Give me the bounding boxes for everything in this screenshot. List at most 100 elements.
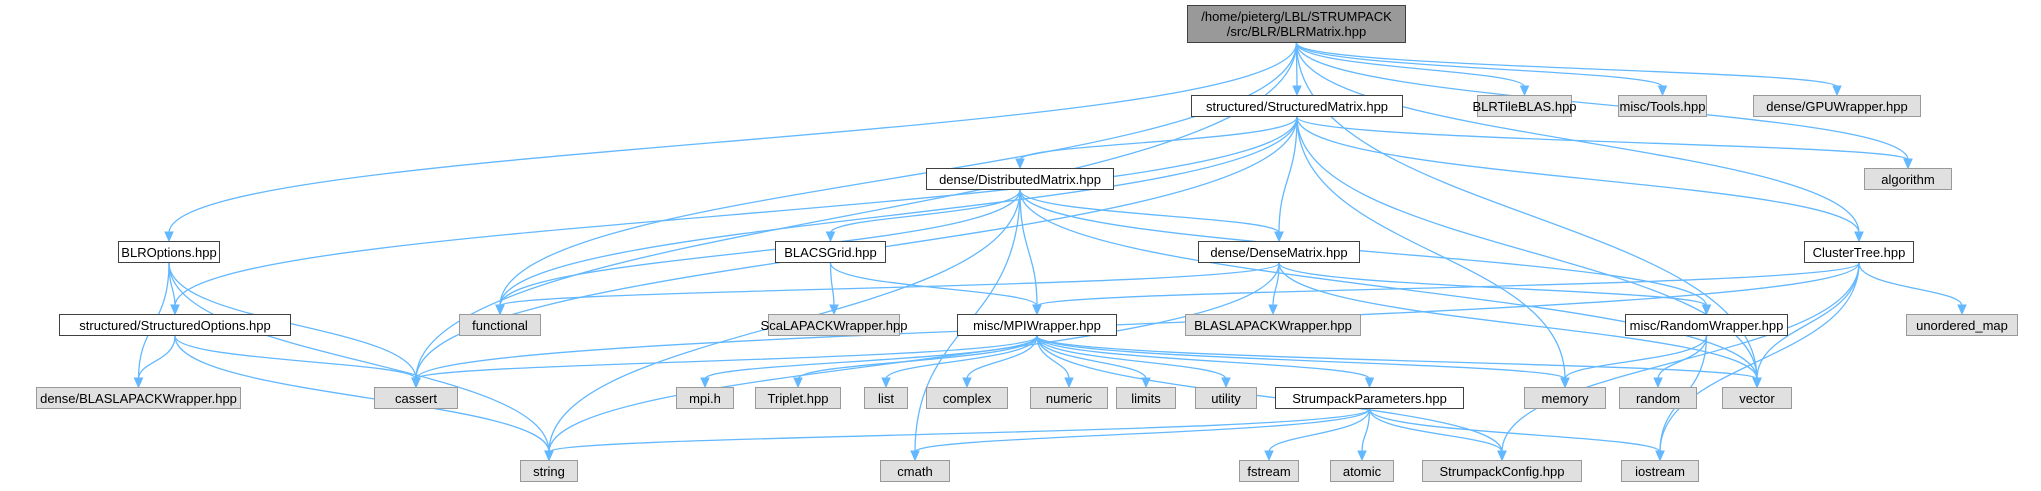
edge-mpiwrapper-to-utility	[1036, 335, 1227, 380]
edge-arrowhead	[495, 304, 505, 316]
node-structured-options[interactable]: structured/StructuredOptions.hpp	[59, 314, 291, 336]
node-vector[interactable]: vector	[1722, 387, 1792, 409]
edge-clustertree-to-mpiwrapper	[1036, 262, 1860, 307]
edge-densematrix-to-vector	[1278, 262, 1758, 380]
node-blaslapack-wrapper[interactable]: BLASLAPACKWrapper.hpp	[1185, 314, 1361, 336]
node-atomic[interactable]: atomic	[1330, 460, 1394, 482]
edge-arrowhead	[910, 450, 920, 462]
edge-root-to-algorithm	[1295, 42, 1909, 161]
edge-mpiwrapper-to-complex	[966, 335, 1038, 380]
node-random[interactable]: random	[1619, 387, 1697, 409]
edge-arrowhead	[700, 377, 710, 389]
node-algorithm[interactable]: algorithm	[1864, 168, 1952, 190]
edge-strumpackparameters-to-fstream	[1268, 408, 1371, 453]
edge-blroptions-to-cassert	[168, 262, 417, 380]
edge-arrowhead	[1268, 304, 1278, 316]
edge-arrowhead	[881, 377, 891, 389]
node-random-wrapper[interactable]: misc/RandomWrapper.hpp	[1625, 314, 1788, 336]
node-blrtileblas[interactable]: BLRTileBLAS.hpp	[1472, 95, 1577, 117]
node-string[interactable]: string	[520, 460, 578, 482]
edge-structuredoptions-to-cassert	[174, 335, 417, 380]
edge-structuredoptions-to-blaslapack2	[137, 335, 176, 380]
node-misc-tools[interactable]: misc/Tools.hpp	[1618, 95, 1707, 117]
node-complex[interactable]: complex	[926, 387, 1008, 409]
node-iostream[interactable]: iostream	[1621, 460, 1699, 482]
node-unordered-map[interactable]: unordered_map	[1906, 314, 2018, 336]
edge-arrowhead	[133, 377, 144, 389]
edge-arrowhead	[1653, 377, 1663, 389]
edge-arrowhead	[1221, 377, 1231, 389]
edge-densematrix-to-randomwrapper	[1278, 262, 1708, 307]
node-fstream[interactable]: fstream	[1239, 460, 1299, 482]
edge-randomwrapper-to-memory	[1564, 335, 1708, 380]
edge-mpiwrapper-to-cassert	[415, 335, 1038, 380]
edge-structuredmatrix-to-memory	[1296, 116, 1566, 380]
node-limits[interactable]: limits	[1116, 387, 1176, 409]
edge-structuredmatrix-to-functional	[499, 116, 1298, 307]
node-gpu-wrapper[interactable]: dense/GPUWrapper.hpp	[1753, 95, 1921, 117]
node-mpi-h[interactable]: mpi.h	[676, 387, 734, 409]
dependency-edges	[133, 42, 1967, 462]
edge-strumpackparameters-to-strumpackconfig	[1368, 408, 1503, 453]
node-strumpack-config[interactable]: StrumpackConfig.hpp	[1422, 460, 1582, 482]
node-mpi-wrapper[interactable]: misc/MPIWrapper.hpp	[957, 314, 1117, 336]
node-scalapack-wrapper[interactable]: ScaLAPACKWrapper.hpp	[761, 314, 907, 336]
node-triplet[interactable]: Triplet.hpp	[755, 387, 841, 409]
node-dense-blaslapack-wrapper[interactable]: dense/BLASLAPACKWrapper.hpp	[36, 387, 241, 409]
edge-strumpackparameters-to-string	[548, 408, 1371, 453]
edge-mpiwrapper-to-vector	[1036, 335, 1758, 380]
edge-arrowhead	[1064, 377, 1074, 389]
node-cmath[interactable]: cmath	[880, 460, 950, 482]
edge-structuredmatrix-to-vector	[1296, 116, 1758, 380]
edge-root-to-functional	[499, 42, 1298, 307]
edge-strumpackparameters-to-cmath	[914, 408, 1371, 453]
edge-distributedmatrix-to-densematrix	[1019, 189, 1280, 234]
edge-root-to-misctools	[1295, 42, 1664, 88]
edge-mpiwrapper-to-memory	[1036, 335, 1566, 380]
edge-arrowhead	[1264, 450, 1274, 462]
edge-structuredoptions-to-string	[174, 335, 550, 453]
edge-arrowhead	[1701, 304, 1712, 316]
node-memory[interactable]: memory	[1524, 387, 1606, 409]
edge-strumpackparameters-to-iostream	[1368, 408, 1661, 453]
node-structured-matrix[interactable]: structured/StructuredMatrix.hpp	[1191, 95, 1403, 117]
edge-arrowhead	[1015, 158, 1025, 170]
node-strumpack-parameters[interactable]: StrumpackParameters.hpp	[1275, 387, 1464, 409]
edge-arrowhead	[1560, 377, 1570, 389]
node-utility[interactable]: utility	[1195, 387, 1257, 409]
node-list[interactable]: list	[864, 387, 908, 409]
edge-clustertree-to-strumpackconfig	[1501, 262, 1860, 453]
node-numeric[interactable]: numeric	[1030, 387, 1108, 409]
node-clustertree[interactable]: ClusterTree.hpp	[1804, 241, 1914, 263]
node-distributed-matrix[interactable]: dense/DistributedMatrix.hpp	[926, 168, 1114, 190]
node-dense-matrix[interactable]: dense/DenseMatrix.hpp	[1198, 241, 1360, 263]
edge-arrowhead	[1519, 85, 1530, 97]
edge-arrowhead	[164, 231, 174, 243]
edge-arrowhead	[962, 377, 972, 389]
edge-root-to-gpuwrapper	[1295, 42, 1838, 88]
edge-structuredmatrix-to-densematrix	[1278, 116, 1298, 234]
node-root-label-line2: /src/BLR/BLRMatrix.hpp	[1226, 24, 1367, 39]
edge-arrowhead	[829, 304, 839, 316]
edge-arrowhead	[1657, 85, 1668, 97]
node-blacsgrid[interactable]: BLACSGrid.hpp	[775, 241, 886, 263]
edge-blacsgrid-to-scalapack	[829, 262, 835, 307]
edge-distributedmatrix-to-randomwrapper	[1019, 189, 1708, 307]
node-blroptions[interactable]: BLROptions.hpp	[118, 241, 220, 263]
edge-arrowhead	[1832, 85, 1842, 97]
edge-arrowhead	[1957, 304, 1967, 316]
edge-arrowhead	[1274, 231, 1284, 243]
node-cassert[interactable]: cassert	[374, 387, 458, 409]
edge-arrowhead	[1292, 85, 1302, 97]
edge-root-to-blroptions	[168, 42, 1298, 234]
edge-arrowhead	[1655, 450, 1665, 462]
edge-mpiwrapper-to-mpih	[704, 335, 1038, 380]
node-functional[interactable]: functional	[459, 314, 541, 336]
edge-mpiwrapper-to-list	[885, 335, 1038, 380]
edge-arrowhead	[1357, 450, 1367, 462]
edge-clustertree-to-unorderedmap	[1858, 262, 1963, 307]
edge-distributedmatrix-to-functional	[499, 189, 1021, 307]
edge-arrowhead	[825, 231, 836, 243]
edge-arrowhead	[793, 377, 803, 389]
node-blrmatrix-root[interactable]: /home/pieterg/LBL/STRUMPACK /src/BLR/BLR…	[1187, 5, 1406, 43]
